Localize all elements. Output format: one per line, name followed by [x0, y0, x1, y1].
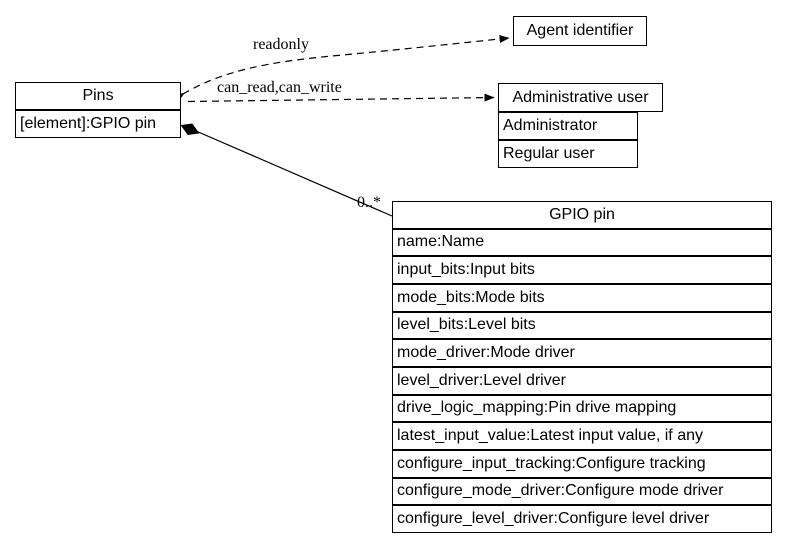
edge-label-multiplicity: 0..*	[357, 194, 381, 211]
class-attribute-mode-driver: mode_driver:Mode driver	[392, 339, 772, 367]
class-title-gpio-pin: GPIO pin	[392, 201, 772, 229]
class-box-administrative-user: Administrative user Administrator Regula…	[498, 83, 663, 168]
edge-label-readonly: readonly	[253, 36, 309, 53]
edge-can-read-can-write	[187, 93, 495, 103]
class-attribute-mode-bits: mode_bits:Mode bits	[392, 283, 772, 312]
class-attribute-element-gpio-pin: [element]:GPIO pin	[15, 110, 181, 138]
class-box-pins: Pins [element]:GPIO pin	[15, 82, 181, 138]
class-title-pins: Pins	[15, 82, 181, 110]
class-attribute-name: name:Name	[392, 228, 772, 257]
class-attribute-regular-user: Regular user	[498, 140, 638, 168]
edge-composition	[195, 130, 393, 217]
class-attribute-configure-level-driver: configure_level_driver:Configure level d…	[392, 505, 772, 533]
class-attribute-latest-input-value: latest_input_value:Latest input value, i…	[392, 422, 772, 450]
class-attribute-input-bits: input_bits:Input bits	[392, 256, 772, 284]
class-attribute-level-driver: level_driver:Level driver	[392, 366, 772, 395]
class-attribute-configure-input-tracking: configure_input_tracking:Configure track…	[392, 449, 772, 478]
class-attribute-administrator: Administrator	[498, 112, 638, 140]
class-title-administrative-user: Administrative user	[498, 83, 663, 112]
edge-label-can-read-can-write: can_read,can_write	[217, 79, 342, 96]
class-attribute-configure-mode-driver: configure_mode_driver:Configure mode dri…	[392, 477, 772, 506]
class-attribute-drive-logic-mapping: drive_logic_mapping:Pin drive mapping	[392, 394, 772, 423]
class-box-agent-identifier: Agent identifier	[513, 16, 647, 46]
composition-diamond-icon	[180, 123, 200, 136]
edge-readonly	[183, 38, 509, 94]
class-attribute-level-bits: level_bits:Level bits	[392, 311, 772, 340]
class-box-gpio-pin: GPIO pin name:Name input_bits:Input bits…	[392, 201, 772, 533]
class-title-agent-identifier: Agent identifier	[513, 16, 647, 46]
